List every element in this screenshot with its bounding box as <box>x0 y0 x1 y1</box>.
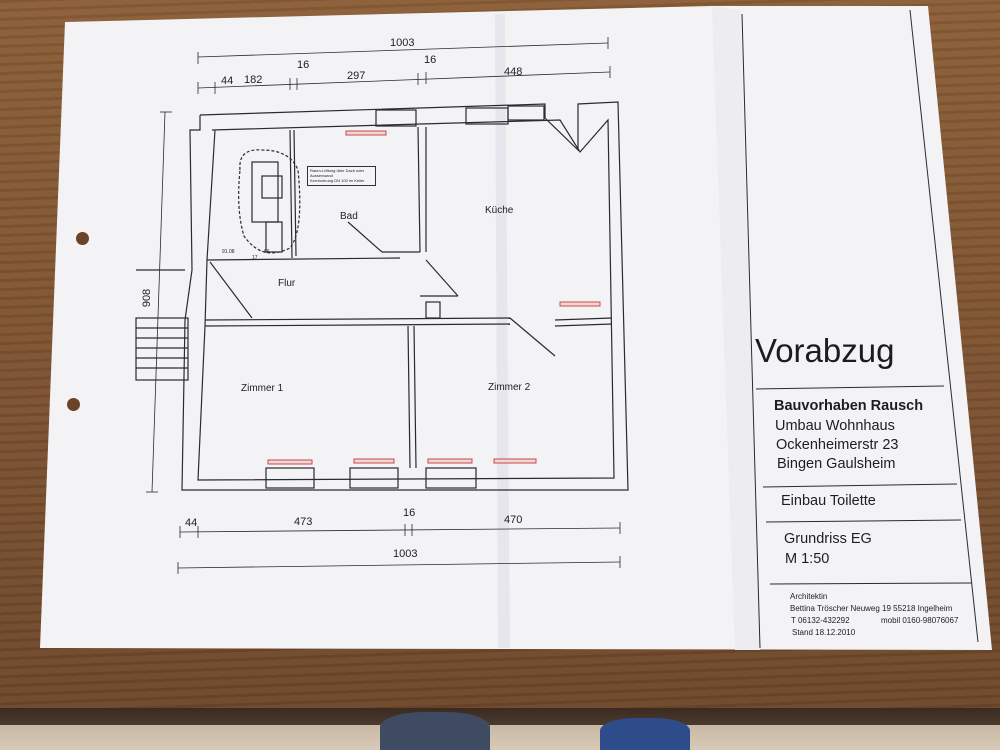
room-kueche: Küche <box>485 205 514 216</box>
dim-bottom-473: 473 <box>294 516 313 528</box>
dim-small-91: 91.08 <box>222 249 235 255</box>
dim-bottom-470: 470 <box>504 514 523 526</box>
heater-marks <box>267 130 601 465</box>
room-zimmer-2: Zimmer 2 <box>488 382 531 393</box>
punch-hole-bottom <box>67 398 80 411</box>
project-line-3: Ockenheimerstr 23 <box>776 437 899 453</box>
floor <box>0 708 1000 750</box>
room-zimmer-1: Zimmer 1 <box>241 383 284 394</box>
dim-top-182: 182 <box>244 74 263 86</box>
project-line-2: Umbau Wohnhaus <box>775 418 895 434</box>
ventilation-note: Raum-Lüftung über Dach oder Aussenwand K… <box>307 166 376 186</box>
paper-fold-right <box>712 6 760 650</box>
walls <box>135 101 629 491</box>
dim-bottom-44: 44 <box>185 517 198 529</box>
shoe-left <box>380 712 490 750</box>
architect-address: Bettina Tröscher Neuweg 19 55218 Ingelhe… <box>790 604 953 613</box>
dim-top-total: 1003 <box>390 37 415 49</box>
note-line-2: Aussenwand <box>310 173 333 178</box>
shoe-right <box>600 718 690 750</box>
architect-mobile: mobil 0160-98076067 <box>881 616 959 625</box>
dim-top-16b: 16 <box>424 54 437 66</box>
architect-phone: T 06132-432292 <box>791 616 850 625</box>
room-bad: Bad <box>340 211 358 222</box>
plan-date: Stand 18.12.2010 <box>792 628 856 637</box>
drawing-name: Grundriss EG <box>784 531 872 547</box>
subject: Einbau Toilette <box>781 493 876 509</box>
note-line-1: Raum-Lüftung über Dach oder <box>310 168 365 173</box>
dim-bottom-total: 1003 <box>393 548 418 560</box>
note-line-3: Kernbohrung DN 100 im Keller <box>310 178 365 183</box>
dim-top-16a: 16 <box>297 59 310 71</box>
project-line-4: Bingen Gaulsheim <box>777 456 896 472</box>
room-flur: Flur <box>278 278 296 289</box>
dim-small-66: 66 <box>264 249 270 255</box>
architect-label: Architektin <box>790 592 828 601</box>
dimension-lines <box>146 37 621 574</box>
dim-left-908: 908 <box>141 288 154 308</box>
dim-top-297: 297 <box>347 70 366 82</box>
title-vorabzug: Vorabzug <box>755 332 895 369</box>
dim-small-17: 17 <box>252 255 258 261</box>
project-name: Bauvorhaben Rausch <box>774 398 924 414</box>
dim-top-44: 44 <box>221 75 234 87</box>
punch-hole-top <box>76 232 89 245</box>
drawing-scale: M 1:50 <box>785 551 830 567</box>
dim-bottom-16: 16 <box>403 507 416 519</box>
dim-top-448: 448 <box>504 66 523 78</box>
title-block-frame <box>741 9 979 649</box>
